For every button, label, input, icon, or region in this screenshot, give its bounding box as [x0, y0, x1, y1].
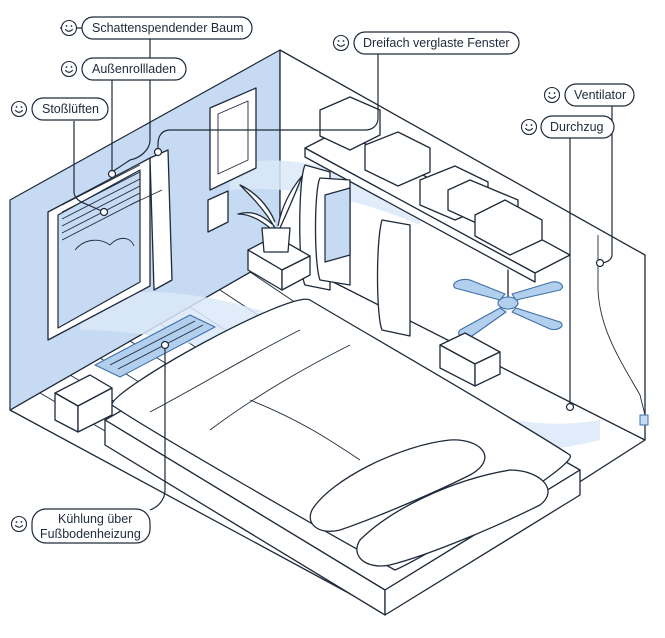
- smiley-icon: [60, 19, 78, 37]
- label-kuehlung-line2: Fußbodenheizung: [40, 527, 141, 541]
- ceiling-fan: [453, 269, 563, 339]
- smiley-icon: [10, 100, 28, 118]
- callout-rollladen: Außenrollladen: [60, 57, 187, 81]
- leader-dots: [99, 147, 605, 412]
- hanging-clothes: [299, 164, 411, 337]
- label-kuehlung-line1: Kühlung über: [58, 512, 132, 526]
- label-stossluften: Stoßlüften: [42, 102, 99, 116]
- window: [47, 149, 173, 341]
- callout-kuehlung: Kühlung über Fußbodenheizung: [10, 508, 151, 544]
- label-fenster: Dreifach verglaste Fenster: [363, 36, 510, 50]
- smiley-icon: [543, 86, 561, 104]
- smiley-icon: [332, 34, 350, 52]
- label-baum: Schattenspendender Baum: [92, 21, 244, 35]
- label-rollladen: Außenrollladen: [92, 62, 176, 76]
- wall-pictures: [207, 87, 257, 233]
- smiley-icon: [520, 118, 538, 136]
- callout-stossluften: Stoßlüften: [10, 97, 109, 121]
- callout-fenster: Dreifach verglaste Fenster: [332, 31, 520, 55]
- bed: [104, 298, 581, 616]
- nightstand: [54, 374, 113, 433]
- smiley-icon: [60, 60, 78, 78]
- label-durchzug: Durchzug: [550, 120, 604, 134]
- callout-durchzug: Durchzug: [520, 115, 615, 139]
- wall-shelf: [304, 96, 571, 283]
- smiley-icon: [10, 515, 28, 533]
- callout-baum: Schattenspendender Baum: [60, 16, 253, 40]
- side-box: [439, 332, 501, 387]
- callout-ventilator: Ventilator: [543, 83, 635, 107]
- label-ventilator: Ventilator: [574, 88, 626, 102]
- floor-heating-grille: [94, 314, 216, 378]
- plant: [237, 175, 311, 291]
